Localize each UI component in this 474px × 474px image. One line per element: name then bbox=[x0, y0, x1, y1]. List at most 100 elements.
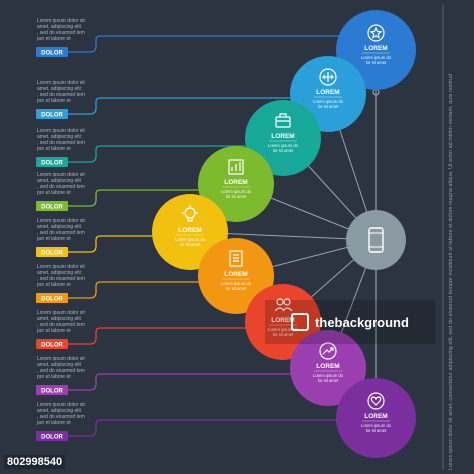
step-description: Lorem ipsum dolor sit bbox=[37, 172, 85, 178]
step-body: lor sit amet bbox=[318, 378, 339, 383]
connector-line bbox=[66, 35, 348, 53]
step-description: por et labore et bbox=[37, 236, 71, 242]
heart-icon bbox=[367, 392, 385, 410]
step-description: amet, adipiscing elit bbox=[37, 134, 82, 140]
smartphone-icon bbox=[368, 227, 384, 253]
step-description: amet, adipiscing elit bbox=[37, 86, 82, 92]
step-label: LOREM bbox=[271, 317, 294, 324]
tag-label: DOLOR bbox=[41, 205, 63, 211]
step-description: amet, adipiscing elit bbox=[37, 224, 82, 230]
step-description: por et labore et bbox=[37, 374, 71, 380]
connector-line bbox=[66, 373, 302, 391]
step-description: , sed do eiusmod tem bbox=[37, 30, 85, 36]
tag-badge bbox=[36, 339, 68, 349]
step-circle bbox=[198, 146, 274, 222]
step-node: LOREM Lorem ipsum dolor sit amet bbox=[245, 100, 321, 176]
step-description: amet, adipiscing elit bbox=[37, 178, 82, 184]
tag-label: DOLOR bbox=[41, 389, 63, 395]
watermark-brand-text: thebackground bbox=[315, 314, 409, 330]
step-description: Lorem ipsum dolor sit bbox=[37, 310, 85, 316]
step-body: lor sit amet bbox=[273, 148, 294, 153]
step-node: LOREM Lorem ipsum dolor sit amet bbox=[198, 238, 274, 314]
step-description: por et labore et bbox=[37, 190, 71, 196]
step-circle bbox=[245, 100, 321, 176]
step-body: Lorem ipsum do bbox=[313, 373, 344, 378]
step-body: Lorem ipsum do bbox=[221, 189, 252, 194]
step-description: Lorem ipsum dolor sit bbox=[37, 128, 85, 134]
step-description: , sed do eiusmod tem bbox=[37, 276, 85, 282]
tag-badge bbox=[36, 157, 68, 167]
step-description: Lorem ipsum dolor sit bbox=[37, 18, 85, 24]
step-description: amet, adipiscing elit bbox=[37, 316, 82, 322]
briefcase-icon bbox=[275, 113, 291, 128]
tag-label: DOLOR bbox=[41, 161, 63, 167]
step-description: Lorem ipsum dolor sit bbox=[37, 356, 85, 362]
step-description: , sed do eiusmod tem bbox=[37, 92, 85, 98]
step-description: , sed do eiusmod tem bbox=[37, 322, 85, 328]
step-description: por et labore et bbox=[37, 98, 71, 104]
tag-badge bbox=[36, 201, 68, 211]
connector-line bbox=[66, 419, 348, 437]
tag-label: DOLOR bbox=[41, 51, 63, 57]
watermark-id: 802998540 bbox=[4, 455, 66, 469]
step-description: , sed do eiusmod tem bbox=[37, 184, 85, 190]
step-description: amet, adipiscing elit bbox=[37, 24, 82, 30]
step-circle bbox=[198, 238, 274, 314]
tag-badge bbox=[36, 431, 68, 441]
step-description: amet, adipiscing elit bbox=[37, 270, 82, 276]
step-body: lor sit amet bbox=[366, 428, 387, 433]
connector-line bbox=[66, 97, 302, 115]
step-label: LOREM bbox=[224, 271, 247, 278]
step-body: lor sit amet bbox=[318, 104, 339, 109]
step-description: por et labore et bbox=[37, 328, 71, 334]
step-body: Lorem ipsum do bbox=[221, 281, 252, 286]
side-text: Lorem ipsum dolor sit amet, consectetur … bbox=[448, 74, 454, 470]
step-node: LOREM Lorem ipsum dolor sit amet bbox=[336, 378, 416, 458]
step-body: lor sit amet bbox=[226, 194, 247, 199]
document-icon bbox=[229, 250, 243, 267]
step-label: LOREM bbox=[178, 227, 201, 234]
step-label: LOREM bbox=[271, 133, 294, 140]
hub-circle bbox=[346, 210, 406, 270]
tag-label: DOLOR bbox=[41, 113, 63, 119]
step-label: LOREM bbox=[316, 89, 339, 96]
step-description: por et labore et bbox=[37, 282, 71, 288]
connector-line bbox=[66, 189, 210, 207]
step-body: Lorem ipsum do bbox=[175, 237, 206, 242]
bulb-icon bbox=[182, 205, 198, 222]
tag-badge bbox=[36, 293, 68, 303]
step-description: amet, adipiscing elit bbox=[37, 362, 82, 368]
step-circle bbox=[336, 378, 416, 458]
step-description: Lorem ipsum dolor sit bbox=[37, 264, 85, 270]
people-icon bbox=[274, 298, 293, 312]
tag-label: DOLOR bbox=[41, 297, 63, 303]
step-body: Lorem ipsum do bbox=[361, 423, 392, 428]
step-body: lor sit amet bbox=[273, 332, 294, 337]
step-description: , sed do eiusmod tem bbox=[37, 414, 85, 420]
star-icon bbox=[367, 24, 385, 42]
tag-label: DOLOR bbox=[41, 435, 63, 441]
step-description: , sed do eiusmod tem bbox=[37, 368, 85, 374]
step-description: por et labore et bbox=[37, 146, 71, 152]
step-body: lor sit amet bbox=[226, 286, 247, 291]
step-node: LOREM Lorem ipsum dolor sit amet bbox=[198, 146, 274, 222]
step-body: Lorem ipsum do bbox=[313, 99, 344, 104]
watermark-brand: thebackground bbox=[265, 300, 435, 344]
tag-badge bbox=[36, 247, 68, 257]
step-label: LOREM bbox=[364, 413, 387, 420]
step-body: Lorem ipsum do bbox=[268, 327, 299, 332]
step-body: lor sit amet bbox=[180, 242, 201, 247]
tag-badge bbox=[36, 385, 68, 395]
step-body: Lorem ipsum do bbox=[268, 143, 299, 148]
connector-line bbox=[66, 145, 257, 163]
tag-label: DOLOR bbox=[41, 343, 63, 349]
step-label: LOREM bbox=[316, 363, 339, 370]
tag-label: DOLOR bbox=[41, 251, 63, 257]
tag-badge bbox=[36, 109, 68, 119]
step-description: Lorem ipsum dolor sit bbox=[37, 80, 85, 86]
step-description: , sed do eiusmod tem bbox=[37, 140, 85, 146]
step-label: LOREM bbox=[224, 179, 247, 186]
step-circle bbox=[290, 330, 366, 406]
